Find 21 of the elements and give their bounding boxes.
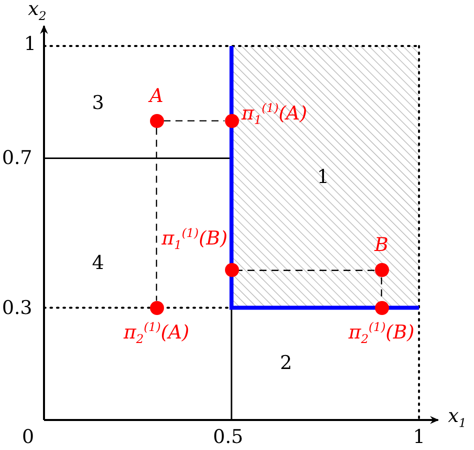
axis-label: x$_{2}$ (28, 0, 46, 25)
region-number: 2 (280, 352, 292, 374)
tick-label: 0.7 (2, 147, 32, 169)
point-label: π$_{1}$$^{(1)}$(B) (162, 225, 228, 255)
dashed-connector (164, 120, 224, 122)
point-label: B (374, 234, 388, 256)
dashed-connector (156, 128, 158, 301)
region-number: 4 (92, 252, 104, 274)
dashed-connector (238, 270, 374, 271)
point-label: A (150, 84, 164, 107)
point-label: π$_{2}$$^{(1)}$(B) (348, 318, 414, 348)
region-number: 1 (317, 166, 330, 188)
point-label: π$_{2}$$^{(1)}$(A) (124, 318, 190, 348)
tick-label: 0.5 (213, 426, 244, 448)
point-label: π$_{1}$$^{(1)}$(A) (242, 100, 308, 129)
tick-label: 1 (413, 426, 426, 448)
region-number: 3 (92, 92, 104, 114)
tick-label: 1 (24, 33, 36, 55)
axis-label: x$_{1}$ (448, 405, 466, 432)
tick-label: 0 (22, 426, 34, 448)
tick-label: 0.3 (2, 297, 32, 319)
